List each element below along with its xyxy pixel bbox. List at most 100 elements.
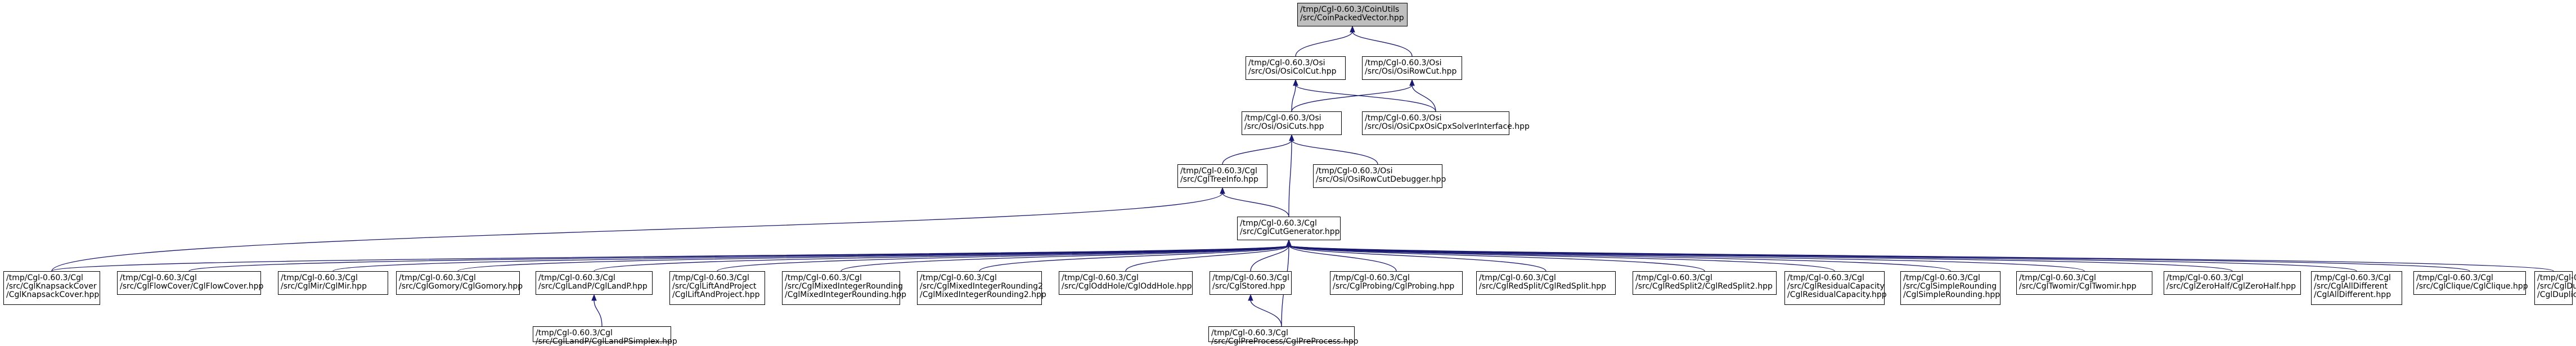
edge-root-oru: [1352, 31, 1413, 57]
node-label-line: /src/CglSimpleRounding: [1903, 282, 1997, 291]
node-label-line: /tmp/Cgl-0.60.3/Cgl: [2166, 273, 2244, 282]
node-label-line: /tmp/Cgl-0.60.3/Cgl: [2314, 273, 2391, 282]
node-b1[interactable]: /tmp/Cgl-0.60.3/Cgl/src/CglFlowCover/Cgl…: [117, 271, 264, 295]
node-label-line: /CglDuplicateRow.hpp: [2537, 290, 2576, 299]
edge-ccg-b14: [1288, 245, 1951, 272]
node-b12[interactable]: /tmp/Cgl-0.60.3/Cgl/src/CglRedSplit2/Cgl…: [1633, 271, 1777, 295]
node-label-line: /tmp/Cgl-0.60.3/Cgl: [672, 273, 749, 282]
node-label-line: /src/CglProbing/CglProbing.hpp: [1333, 282, 1455, 291]
node-label-line: /CglKnapsackCover.hpp: [6, 290, 100, 299]
node-lps[interactable]: /tmp/Cgl-0.60.3/Cgl/src/CglLandP/CglLand…: [533, 326, 677, 346]
node-label-line: /src/Osi/OsiCuts.hpp: [1244, 122, 1324, 131]
node-label-line: /tmp/Cgl-0.60.3/Osi: [1248, 59, 1325, 68]
node-b11[interactable]: /tmp/Cgl-0.60.3/Cgl/src/CglRedSplit/CglR…: [1476, 271, 1616, 295]
edge-arrowhead: [591, 294, 597, 301]
node-label-line: /tmp/Cgl-0.60.3/Cgl: [1240, 219, 1317, 228]
edge-arrowhead: [1286, 239, 1292, 246]
node-label-line: /src/CglDuplicateRow: [2537, 282, 2576, 291]
node-b17[interactable]: /tmp/Cgl-0.60.3/Cgl/src/CglAllDifferent/…: [2311, 271, 2402, 305]
node-label-line: /src/CglRedSplit/CglRedSplit.hpp: [1479, 282, 1607, 291]
edge-ccg-b15: [1288, 245, 2085, 272]
edge-ccg-b13: [1288, 245, 1835, 272]
node-label-line: /src/CglPreProcess/CglPreProcess.hpp: [1211, 337, 1359, 346]
node-label-line: /tmp/Cgl-0.60.3/Cgl: [1635, 273, 1712, 282]
node-b8[interactable]: /tmp/Cgl-0.60.3/Cgl/src/CglOddHole/CglOd…: [1059, 271, 1193, 295]
node-b4[interactable]: /tmp/Cgl-0.60.3/Cgl/src/CglLandP/CglLand…: [536, 271, 653, 295]
edge-b4-lps: [594, 299, 603, 327]
node-label-line: /src/CglCutGenerator.hpp: [1240, 227, 1340, 236]
node-label-line: /src/CglFlowCover/CglFlowCover.hpp: [120, 282, 264, 291]
node-label-line: /tmp/Cgl-0.60.3/Cgl: [2537, 273, 2576, 282]
node-ccg[interactable]: /tmp/Cgl-0.60.3/Cgl/src/CglCutGenerator.…: [1237, 217, 1341, 240]
node-b6[interactable]: /tmp/Cgl-0.60.3/Cgl/src/CglMixedIntegerR…: [782, 271, 906, 305]
node-label-line: /tmp/Cgl-0.60.3/Osi: [1316, 167, 1393, 176]
node-label-line: /src/CglLandP/CglLandP.hpp: [538, 282, 648, 291]
node-cti[interactable]: /tmp/Cgl-0.60.3/Cgl/src/CglTreeInfo.hpp: [1177, 164, 1267, 188]
node-b3[interactable]: /tmp/Cgl-0.60.3/Cgl/src/CglGomory/CglGom…: [396, 271, 523, 295]
node-label-line: /tmp/Cgl-0.60.3/Cgl: [1479, 273, 1556, 282]
edge-arrowhead: [1289, 134, 1294, 141]
node-label-line: /tmp/Cgl-0.60.3/Cgl: [6, 273, 83, 282]
edge-root-ocu: [1295, 31, 1353, 57]
node-ocuts[interactable]: /tmp/Cgl-0.60.3/Osi/src/Osi/OsiCuts.hpp: [1242, 111, 1342, 135]
node-label-line: /src/CglMir/CglMir.hpp: [281, 282, 367, 291]
node-ocu[interactable]: /tmp/Cgl-0.60.3/Osi/src/Osi/OsiColCut.hp…: [1246, 56, 1346, 80]
node-label-line: /tmp/Cgl-0.60.3/Cgl: [1212, 273, 1289, 282]
node-label-line: /src/CglLandP/CglLandPSimplex.hpp: [536, 337, 677, 346]
node-label-line: /CglSimpleRounding.hpp: [1903, 290, 2000, 299]
node-b7[interactable]: /tmp/Cgl-0.60.3/Cgl/src/CglMixedIntegerR…: [917, 271, 1046, 305]
node-cpp[interactable]: /tmp/Cgl-0.60.3/Cgl/src/CglPreProcess/Cg…: [1208, 326, 1359, 346]
node-b19[interactable]: /tmp/Cgl-0.60.3/Cgl/src/CglDuplicateRow/…: [2534, 271, 2576, 305]
edge-ccg-b4: [594, 245, 1289, 272]
node-label-line: /CglMixedIntegerRounding2.hpp: [920, 290, 1046, 299]
node-label-line: /src/CglMixedIntegerRounding2: [920, 282, 1043, 291]
node-label-line: /tmp/Cgl-0.60.3/CoinUtils: [1300, 5, 1400, 14]
node-label-line: /tmp/Cgl-0.60.3/Cgl: [1211, 329, 1288, 338]
node-b16[interactable]: /tmp/Cgl-0.60.3/Cgl/src/CglZeroHalf/CglZ…: [2164, 271, 2301, 295]
node-ocsi[interactable]: /tmp/Cgl-0.60.3/Osi/src/Osi/OsiCpxOsiCpx…: [1362, 111, 1530, 135]
edge-cti-ccg: [1222, 192, 1289, 217]
node-label-line: /tmp/Cgl-0.60.3/Cgl: [1180, 167, 1257, 176]
edge-arrowhead: [1293, 79, 1298, 86]
node-label-line: /tmp/Cgl-0.60.3/Osi: [1244, 114, 1321, 123]
edge-ocuts-ccg: [1288, 140, 1292, 217]
edge-ccg-b7: [979, 245, 1289, 272]
node-label-line: /tmp/Cgl-0.60.3/Cgl: [920, 273, 997, 282]
node-b18[interactable]: /tmp/Cgl-0.60.3/Cgl/src/CglClique/CglCli…: [2413, 271, 2528, 295]
node-label-line: /src/CglAllDifferent: [2314, 282, 2388, 291]
node-label-line: /src/Osi/OsiColCut.hpp: [1248, 67, 1337, 76]
node-b5[interactable]: /tmp/Cgl-0.60.3/Cgl/src/CglLiftAndProjec…: [669, 271, 765, 305]
node-label-line: /CglAllDifferent.hpp: [2314, 290, 2391, 299]
node-b9[interactable]: /tmp/Cgl-0.60.3/Cgl/src/CglStored.hpp: [1210, 271, 1292, 295]
edge-arrowhead: [1220, 187, 1225, 194]
edge-oru-ocuts: [1291, 84, 1413, 112]
edge-ccg-b9: [1250, 245, 1289, 272]
node-b0[interactable]: /tmp/Cgl-0.60.3/Cgl/src/CglKnapsackCover…: [3, 271, 100, 305]
node-b13[interactable]: /tmp/Cgl-0.60.3/Cgl/src/CglResidualCapac…: [1784, 271, 1887, 305]
edge-ccg-b10: [1288, 245, 1397, 272]
node-label-line: /tmp/Cgl-0.60.3/Cgl: [1333, 273, 1410, 282]
node-b2[interactable]: /tmp/Cgl-0.60.3/Cgl/src/CglMir/CglMir.hp…: [278, 271, 388, 295]
node-b14[interactable]: /tmp/Cgl-0.60.3/Cgl/src/CglSimpleRoundin…: [1900, 271, 2000, 305]
node-label-line: /src/CglZeroHalf/CglZeroHalf.hpp: [2166, 282, 2296, 291]
edge-ccg-b8: [1125, 245, 1289, 272]
node-b15[interactable]: /tmp/Cgl-0.60.3/Cgl/src/CglTwomir/CglTwo…: [2016, 271, 2152, 295]
edge-ocu-ocsi: [1295, 84, 1436, 112]
node-label-line: /tmp/Cgl-0.60.3/Cgl: [2416, 273, 2493, 282]
node-label-line: /src/CglLiftAndProject: [672, 282, 757, 291]
node-label-line: /tmp/Cgl-0.60.3/Cgl: [1787, 273, 1864, 282]
node-label-line: /src/CglMixedIntegerRounding: [785, 282, 903, 291]
node-oru[interactable]: /tmp/Cgl-0.60.3/Osi/src/Osi/OsiRowCut.hp…: [1362, 56, 1462, 80]
node-label-line: /tmp/Cgl-0.60.3/Cgl: [120, 273, 197, 282]
edge-ccg-b11: [1288, 245, 1547, 272]
node-label-line: /src/Osi/OsiRowCutDebugger.hpp: [1316, 175, 1446, 184]
node-label-line: /tmp/Cgl-0.60.3/Osi: [1365, 114, 1442, 123]
edge-ccg-b19: [1288, 245, 2554, 272]
node-orcd[interactable]: /tmp/Cgl-0.60.3/Osi/src/Osi/OsiRowCutDeb…: [1313, 164, 1446, 188]
node-b10[interactable]: /tmp/Cgl-0.60.3/Cgl/src/CglProbing/CglPr…: [1330, 271, 1463, 295]
node-label-line: /tmp/Cgl-0.60.3/Cgl: [785, 273, 862, 282]
edge-ocu-ocuts: [1291, 84, 1296, 112]
node-label-line: /src/Osi/OsiRowCut.hpp: [1365, 67, 1457, 76]
